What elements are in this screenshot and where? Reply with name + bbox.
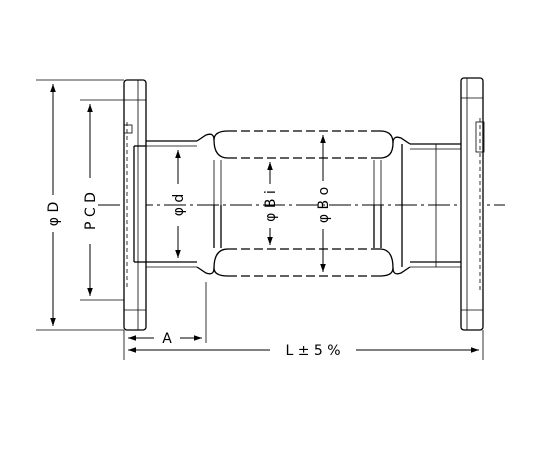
dimension-overall-length: L ± 5 % [128, 343, 479, 359]
left-pipe [133, 133, 215, 275]
dimension-outer-diameter: φ D [36, 79, 124, 331]
dimension-flange-length: A [128, 331, 202, 347]
outer-diameter-label: φ D [46, 202, 62, 226]
bellows-outer-diameter-label: φ B o [316, 187, 332, 223]
left-flange [123, 79, 147, 331]
bellows-body [213, 130, 394, 277]
dimension-pitch-circle: P C D [80, 99, 124, 301]
flange-length-label: A [162, 331, 172, 347]
dimension-inner-pipe-diameter: φ d [171, 150, 187, 258]
overall-length-label: L ± 5 % [285, 343, 340, 359]
pitch-circle-label: P C D [83, 192, 99, 230]
bellows-inner-diameter-label: φ B i [263, 190, 279, 222]
right-flange [460, 77, 485, 331]
inner-pipe-diameter-label: φ d [171, 194, 187, 217]
dimension-bellows-inner-diameter: φ B i [263, 162, 279, 245]
dimension-bellows-outer-diameter: φ B o [316, 135, 332, 272]
